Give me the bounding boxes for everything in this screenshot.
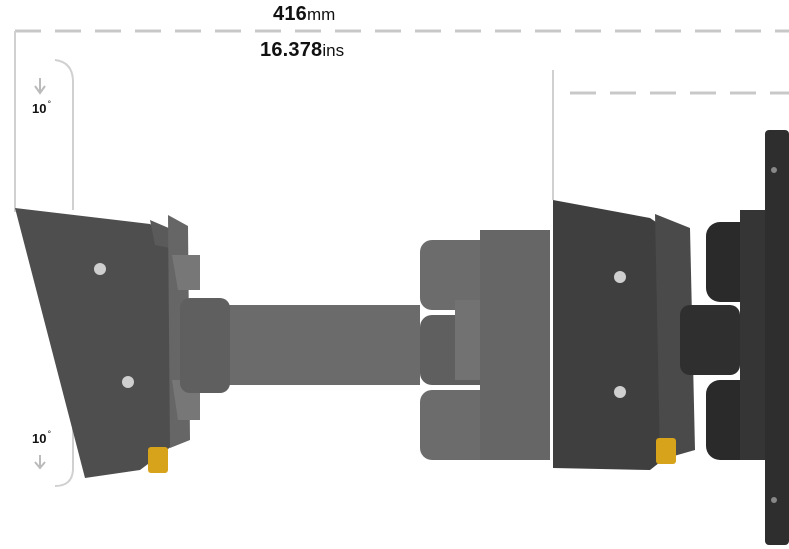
- width-mm-value: 416: [273, 3, 307, 25]
- width-mm-unit: mm: [306, 5, 336, 24]
- screw-icon: [771, 167, 777, 173]
- screw-icon: [771, 497, 777, 503]
- lock-lever-icon: [656, 438, 676, 464]
- upper-tilt-label: 10°: [32, 99, 52, 118]
- width-in-unit: ins: [322, 41, 345, 60]
- right-wall-plate: [553, 200, 695, 470]
- left-wall-plate: [15, 208, 200, 478]
- lower-tilt-value: 10: [32, 431, 47, 446]
- screw-icon: [122, 376, 134, 388]
- upper-tilt-unit: °: [47, 99, 52, 109]
- extension-arm: [180, 230, 550, 460]
- screw-icon: [614, 386, 626, 398]
- screw-icon: [614, 271, 626, 283]
- width-mm-label: 416mm: [273, 3, 335, 26]
- upper-tilt-value: 10: [32, 101, 47, 116]
- lower-tilt-unit: °: [47, 429, 52, 439]
- lock-lever-icon: [148, 447, 168, 473]
- lower-tilt-label: 10°: [32, 429, 52, 448]
- lower-tilt-arrow-icon: [34, 455, 46, 470]
- lower-tilt-arc: [54, 400, 74, 487]
- upper-tilt-arrow-icon: [34, 78, 46, 95]
- upper-tilt-arc: [54, 59, 74, 210]
- screw-icon: [94, 263, 106, 275]
- width-in-label: 16.378ins: [260, 39, 344, 62]
- hinge-assembly: [680, 130, 789, 545]
- width-in-value: 16.378: [260, 39, 323, 61]
